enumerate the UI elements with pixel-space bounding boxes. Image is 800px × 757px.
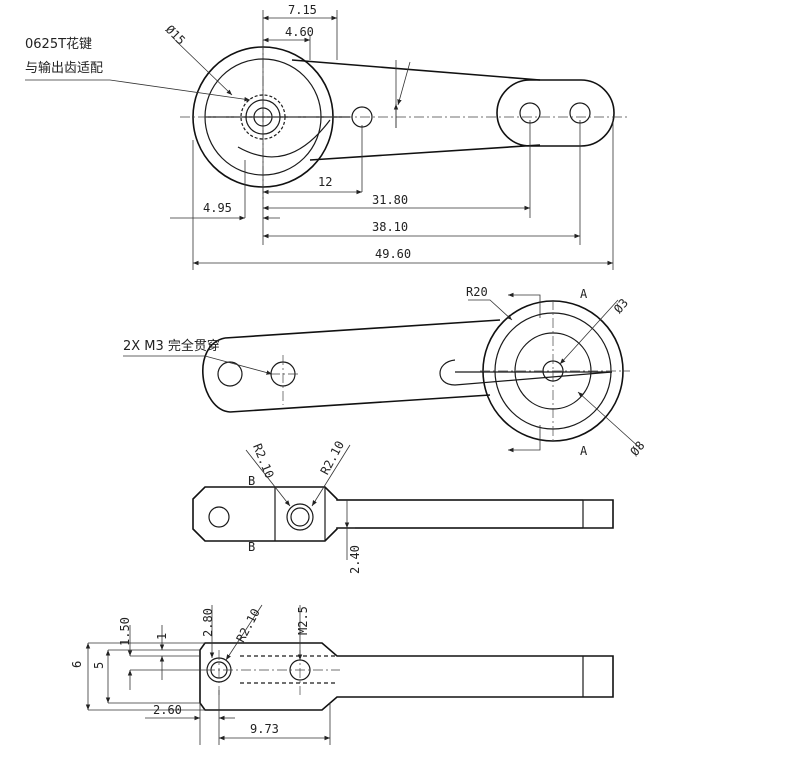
section-b-top: B <box>248 474 255 488</box>
dim-2-60: 2.60 <box>153 703 182 717</box>
dim-1-50: 1.50 <box>118 617 132 646</box>
dim-38-10: 38.10 <box>372 220 408 234</box>
dim-dia-8: Ø8 <box>627 439 647 459</box>
section-a-top: A <box>580 287 588 301</box>
top-view: 7.15 4.60 Ø15 12 4.95 31.80 38.10 49.60 … <box>25 3 630 270</box>
slot <box>439 359 613 386</box>
middle-view: A A R20 Ø3 Ø8 2X M3 完全贯穿 <box>123 285 648 459</box>
section-b-bottom: B <box>248 540 255 554</box>
dim-r210-b: R2.10 <box>318 439 347 477</box>
section-a-bottom: A <box>580 444 588 458</box>
dim-12: 12 <box>318 175 332 189</box>
dim-6: 6 <box>70 661 84 668</box>
hub-web <box>237 119 331 158</box>
side-profile <box>192 486 614 542</box>
bottom-profile <box>199 642 614 711</box>
dim-1: 1 <box>155 633 169 640</box>
dim-dia-15: Ø15 <box>163 22 188 47</box>
dim-9-73: 9.73 <box>250 722 279 736</box>
side-view: B B R2.10 R2.10 2.40 <box>192 439 614 574</box>
bottom-view: 6 5 1.50 1 2.80 R2.10 M2.5 2.60 9.73 <box>70 604 614 745</box>
arm-top-edge <box>291 59 541 81</box>
dim-2-80: 2.80 <box>201 608 215 637</box>
note-spline-line1: 0625T花键 <box>25 36 92 52</box>
side-hole-1 <box>208 506 230 528</box>
dim-49-60: 49.60 <box>375 247 411 261</box>
dim-7-15: 7.15 <box>288 3 317 17</box>
note-holes: 2X M3 完全贯穿 <box>123 338 220 354</box>
dim-5: 5 <box>92 662 106 669</box>
dim-dia-3: Ø3 <box>611 296 631 316</box>
end-hole-1 <box>217 361 243 387</box>
note-spline-line2: 与输出齿适配 <box>25 60 103 76</box>
dim-4-95: 4.95 <box>203 201 232 215</box>
dim-m2-5: M2.5 <box>296 606 310 635</box>
side-hole-2 <box>286 503 314 531</box>
dim-r210: R2.10 <box>233 606 262 644</box>
arm-top-edge <box>224 319 501 339</box>
dim-r20: R20 <box>466 285 488 299</box>
arm-bottom-edge <box>309 144 541 161</box>
arm-bottom-edge <box>229 394 491 413</box>
dim-31-80: 31.80 <box>372 193 408 207</box>
arm-end <box>202 337 231 413</box>
dim-2-40: 2.40 <box>348 545 362 574</box>
dim-4-60: 4.60 <box>285 25 314 39</box>
arm-end <box>496 79 615 147</box>
